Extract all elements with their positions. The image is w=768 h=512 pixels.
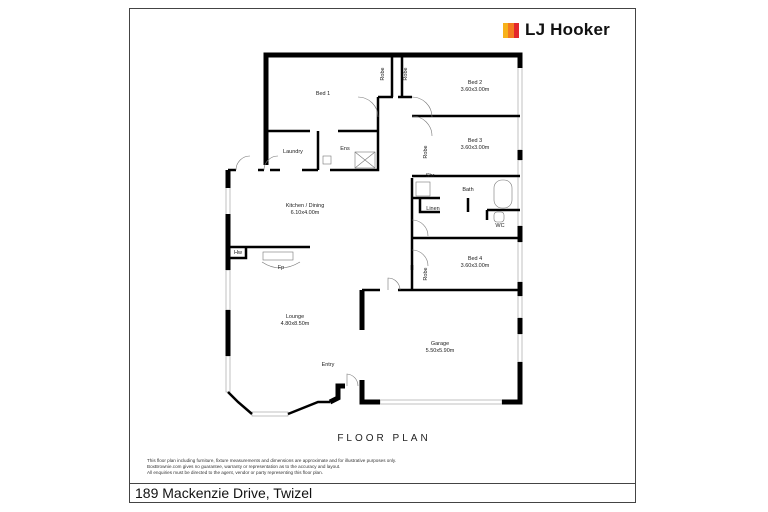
logo-mark-icon <box>503 22 519 38</box>
label-garage: Garage <box>431 341 449 347</box>
size-kitchen: 6.10x4.00m <box>291 210 320 216</box>
disclaimer-line: BoxBrownie.com gives no guarantee, warra… <box>147 464 341 469</box>
label-robe-3: Robe <box>423 145 429 158</box>
label-bed1: Bed 1 <box>316 91 330 97</box>
label-laundry: Laundry <box>283 149 303 155</box>
label-lounge: Lounge <box>286 314 304 320</box>
property-address: 189 Mackenzie Drive, Twizel <box>135 485 313 501</box>
label-shr: Shr <box>426 173 435 179</box>
room-labels: Bed 1 Bed 2 3.60x3.00m Bed 3 3.60x3.00m … <box>234 67 505 444</box>
lj-hooker-logo: LJ Hooker <box>503 20 610 40</box>
label-ens: Ens <box>340 146 350 152</box>
logo-text: LJ Hooker <box>525 20 610 39</box>
disclaimer-line: This floor plan including furniture, fix… <box>147 458 397 463</box>
page-frame <box>129 8 636 503</box>
size-lounge: 4.80x8.50m <box>281 321 310 327</box>
divider <box>129 483 636 484</box>
label-fp: Fp <box>278 265 284 271</box>
size-bed3: 3.60x3.00m <box>461 145 490 151</box>
disclaimer-line: All enquiries must be directed to the ag… <box>147 470 323 475</box>
walls <box>225 52 523 416</box>
label-bed2: Bed 2 <box>468 80 482 86</box>
label-robe-1: Robe <box>380 67 386 80</box>
label-robe-4: Robe <box>423 267 429 280</box>
label-linen: Linen <box>426 206 439 212</box>
label-kitchen: Kitchen / Dining <box>286 203 325 209</box>
label-hw: Hw <box>234 250 242 256</box>
label-entry: Entry <box>322 362 335 368</box>
size-bed2: 3.60x3.00m <box>461 87 490 93</box>
label-bath: Bath <box>462 187 473 193</box>
label-wc: WC <box>495 223 504 229</box>
fixtures <box>235 96 513 387</box>
disclaimer: This floor plan including furniture, fix… <box>147 458 396 476</box>
floor-plan-title: FLOOR PLAN <box>337 433 430 444</box>
label-robe-2: Robe <box>403 67 409 80</box>
size-bed4: 3.60x3.00m <box>461 263 490 269</box>
label-bed3: Bed 3 <box>468 138 482 144</box>
label-bed4: Bed 4 <box>468 256 482 262</box>
size-garage: 5.50x5.90m <box>426 348 455 354</box>
